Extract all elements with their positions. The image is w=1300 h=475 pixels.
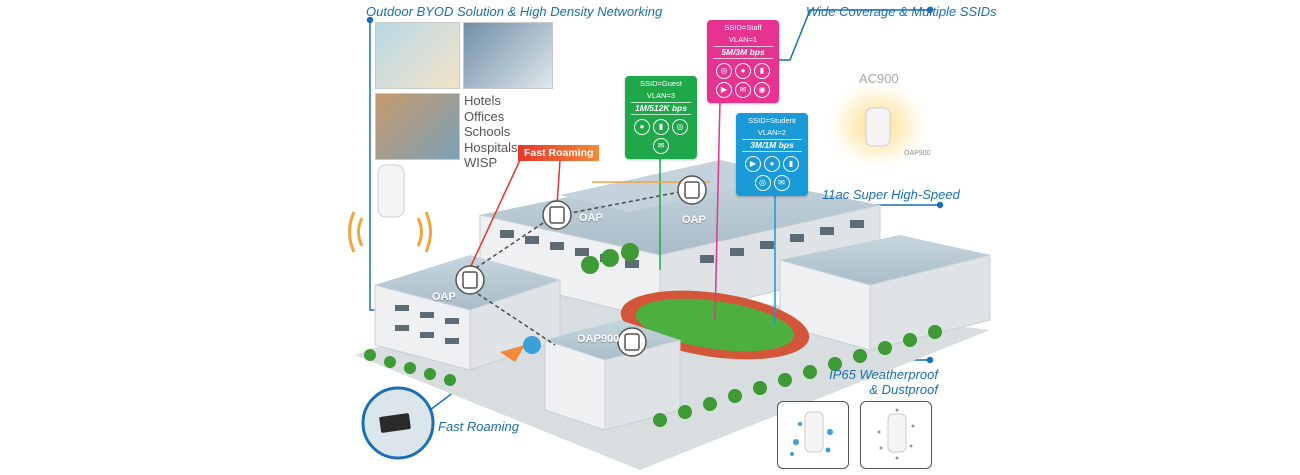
photo-school [375,93,460,160]
camera-icon: ◉ [754,82,770,98]
product-model: AC900 [859,71,899,86]
ssid-lines [592,99,776,325]
right-building [779,235,991,351]
photo-office [463,22,553,89]
mail-icon: ✉ [773,175,790,191]
ssid-rate: 5M/3M bps [713,46,773,59]
video-icon: ▶ [716,82,732,98]
ssid-vlan: VLAN=1 [728,35,758,44]
ssid-vlan: VLAN=3 [646,91,676,100]
phone-icon: ▮ [653,119,669,135]
product-device-label: OAP900 [904,150,931,157]
oap-label-courtyard: OAP900 [577,333,620,345]
phone-icon: ▮ [754,63,770,79]
use-case-list: Hotels Offices Schools Hospitals WISP [464,93,517,171]
video-icon: ▶ [745,156,761,172]
use-case-item: Offices [464,108,505,124]
use-case-item: Hospitals [464,139,518,155]
mail-icon: ✉ [735,82,751,98]
globe-icon: ◎ [672,119,688,135]
access-point-devices [455,175,707,357]
roaming-arrow [500,345,525,362]
left-device-signal [348,211,432,253]
caption-high-speed: 11ac Super High-Speed [822,187,960,202]
fountain [523,336,541,354]
ac900-device [865,107,891,147]
weatherproof-thumb-dust [860,401,932,469]
oap-device-left [377,164,405,218]
oap-label-left: OAP [432,291,456,303]
oap-label-center: OAP [579,212,603,224]
front-building [544,320,681,431]
ssid-rate: 3M/1M bps [742,139,802,152]
mail-icon: ✉ [653,138,669,154]
use-case-item: Schools [464,124,511,139]
ssid-card-staff: SSID=Staff VLAN=1 5M/3M bps ◎ ● ▮ ▶ ✉ ◉ [707,20,779,103]
mesh-links [469,189,691,346]
chat-icon: ● [764,156,780,172]
caption-byod: Outdoor BYOD Solution & High Density Net… [366,4,663,19]
use-case-item: WISP [464,155,498,170]
photo-cafe [375,22,460,89]
caption-weatherproof-line1: IP65 Weatherproof [829,367,938,382]
ssid-name: SSID=Guest [640,79,682,88]
roaming-lines [469,159,561,269]
caption-weatherproof: IP65 Weatherproof & Dustproof [822,367,938,397]
phone-icon: ▮ [783,156,799,172]
caption-coverage: Wide Coverage & Multiple SSIDs [806,4,997,19]
caption-fast-roaming: Fast Roaming [438,419,519,434]
chat-icon: ● [634,119,650,135]
ssid-name: SSID=Staff [724,23,762,32]
ssid-name: SSID=Student [748,116,796,125]
ssid-vlan: VLAN=2 [757,128,787,137]
weatherproof-thumb-water [777,401,849,469]
ssid-card-guest: SSID=Guest VLAN=3 1M/512K bps ● ▮ ◎ ✉ [625,76,697,159]
chat-icon: ● [735,63,751,79]
ssid-rate: 1M/512K bps [631,102,691,115]
trees [364,243,942,427]
globe-icon: ◎ [754,175,771,191]
caption-weatherproof-line2: & Dustproof [869,382,938,397]
oap-label-right: OAP [682,214,706,226]
fast-roaming-badge: Fast Roaming [518,145,600,161]
ssid-card-student: SSID=Student VLAN=2 3M/1M bps ▶ ● ▮ ◎ ✉ [736,113,808,196]
use-case-item: Hotels [464,93,501,108]
globe-icon: ◎ [716,63,732,79]
